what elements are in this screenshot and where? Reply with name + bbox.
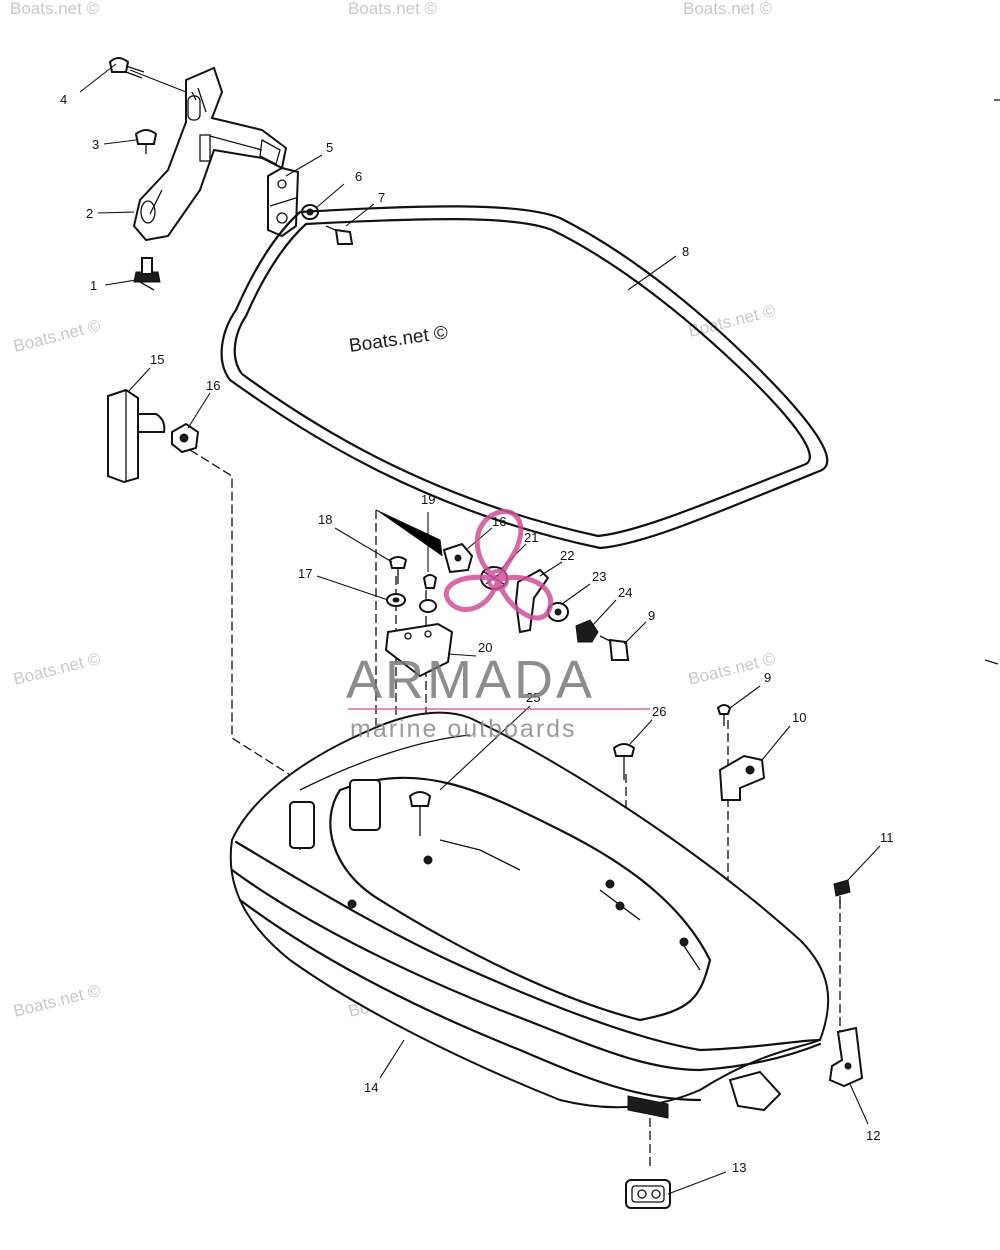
- hinge-plate-5: [267, 166, 300, 238]
- screw-4: [108, 57, 145, 79]
- callout-24: 24: [618, 585, 632, 600]
- bottom-cowl: [229, 711, 830, 1119]
- latch-base-20: [384, 622, 454, 678]
- callout-19: 19: [421, 492, 435, 507]
- callout-4: 4: [60, 92, 67, 107]
- callout-labels: 1 2 3 4 5 6 7 8 9 9 9 10 11 12 13 14 15 …: [60, 92, 894, 1175]
- callout-leaders: [79, 63, 881, 1195]
- callout-18: 18: [318, 512, 332, 527]
- watermark-text: Boats.net ©: [348, 0, 438, 18]
- bracket-12: [828, 1026, 864, 1088]
- callout-7: 7: [378, 190, 385, 205]
- callout-21: 21: [524, 530, 538, 545]
- bushing-16: [442, 542, 474, 574]
- callout-9-a: 9: [648, 608, 655, 623]
- callout-5: 5: [326, 140, 333, 155]
- hook-10: [718, 754, 766, 801]
- edge-marks: [984, 99, 1000, 665]
- callout-2: 2: [86, 206, 93, 221]
- callout-3: 3: [92, 137, 99, 152]
- screw-7: [325, 225, 354, 245]
- watermark-text: Boats.net ©: [11, 649, 102, 689]
- callout-23: 23: [592, 569, 606, 584]
- watermark-text: Boats.net ©: [348, 322, 450, 357]
- callout-26: 26: [652, 704, 666, 719]
- watermark-text: Boats.net ©: [683, 0, 773, 18]
- callout-16-b: 16: [492, 514, 506, 529]
- callout-8: 8: [682, 244, 689, 259]
- cowl-gasket: [220, 205, 829, 550]
- callout-6: 6: [355, 169, 362, 184]
- callout-15: 15: [150, 352, 164, 367]
- propeller-logo: [443, 509, 553, 621]
- watermark-text: Boats.net ©: [686, 301, 777, 341]
- callout-12: 12: [866, 1128, 880, 1143]
- screw-26: [612, 743, 636, 780]
- callout-10: 10: [792, 710, 806, 725]
- brand-name: ARMADA: [346, 650, 595, 710]
- callout-25: 25: [526, 690, 540, 705]
- nut-16: [171, 422, 200, 454]
- callout-1: 1: [90, 278, 97, 293]
- callout-11: 11: [880, 830, 894, 845]
- washer-17: [386, 593, 406, 607]
- screw-19: [419, 574, 438, 613]
- washer-23: [547, 602, 569, 622]
- bracket-15: [107, 388, 166, 484]
- watermark-text: Boats.net ©: [11, 981, 102, 1021]
- callout-17: 17: [298, 566, 312, 581]
- screw-25: [408, 791, 432, 836]
- watermark-text: Boats.net ©: [11, 316, 102, 356]
- screw-18: [388, 556, 408, 584]
- brand-watermark: ARMADA marine outboards: [346, 509, 650, 743]
- callout-14: 14: [364, 1080, 378, 1095]
- brand-tagline: marine outboards: [350, 715, 577, 743]
- callout-20: 20: [478, 640, 492, 655]
- callout-13: 13: [732, 1160, 746, 1175]
- screw-1: [133, 257, 161, 291]
- callout-9-b: 9: [764, 670, 771, 685]
- drain-plug-13: [625, 1179, 671, 1209]
- screw-9-upper: [599, 635, 630, 661]
- screw-9-right: [716, 704, 732, 726]
- watermark-text: Boats.net ©: [10, 0, 100, 18]
- callout-16-a: 16: [206, 378, 220, 393]
- callout-22: 22: [560, 548, 574, 563]
- screw-11: [833, 879, 851, 904]
- screw-3: [134, 129, 158, 154]
- support-bracket: [132, 66, 288, 242]
